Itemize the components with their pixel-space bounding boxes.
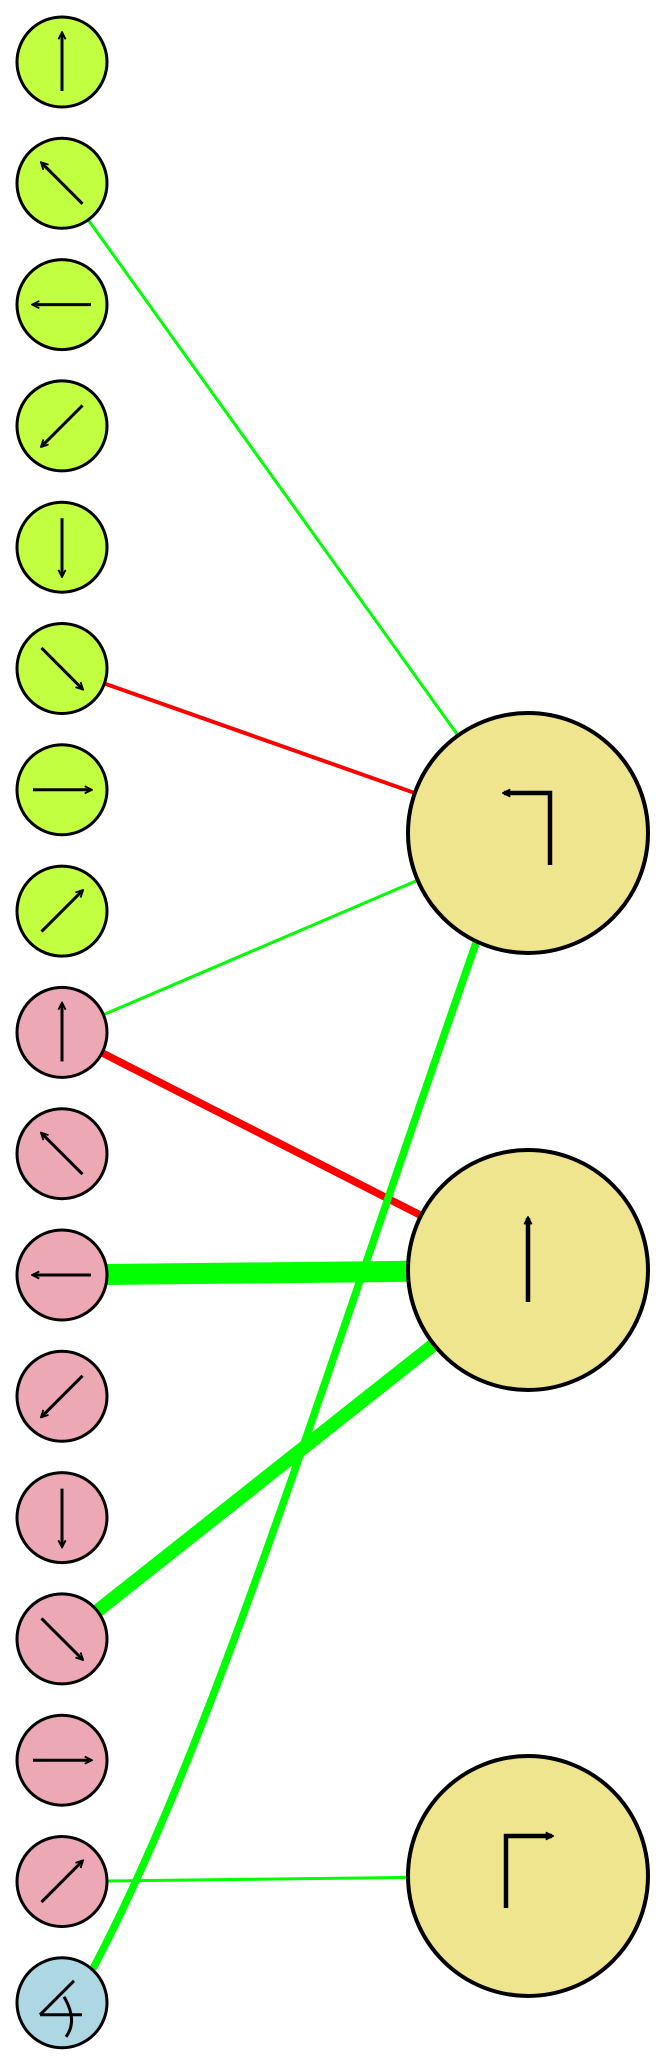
arrow-glyph	[40, 1861, 82, 1904]
arrow-up-right-icon	[40, 891, 82, 933]
connection-excitatory-b_up-to-turn_left	[101, 878, 420, 1017]
output-glyph	[504, 793, 553, 865]
arrow-up-left-icon	[41, 1133, 84, 1176]
arrow-up-right-icon	[40, 1861, 82, 1904]
input-node-a_upleft	[15, 136, 109, 230]
connections-layer	[86, 218, 480, 1971]
arrow-glyph	[40, 891, 82, 933]
arrow-glyph	[40, 646, 82, 689]
output-node-circle	[406, 711, 650, 955]
connection-inhibitory-b_up-to-straight	[98, 1049, 425, 1220]
connection-excitatory-a_upleft-to-turn_left	[86, 218, 460, 737]
input-node-circle	[15, 1956, 109, 2050]
angle-arc	[62, 1996, 73, 2038]
arrow-down-right-icon	[40, 1617, 82, 1659]
output-glyph	[503, 1836, 552, 1908]
input-node-c_angle	[15, 1956, 109, 2050]
angle-rays	[38, 1979, 82, 2017]
arrow-up-left-icon	[41, 163, 84, 205]
arrow-glyph	[41, 163, 84, 205]
connection-excitatory-b_downright-to-straight	[90, 1337, 441, 1618]
nodes-layer	[15, 15, 650, 2050]
angle-icon	[38, 1979, 82, 2038]
input-node-a_right	[15, 743, 109, 837]
turn-left-icon	[504, 793, 553, 865]
output-node-turn_left	[406, 711, 650, 955]
input-node-b_right	[15, 1713, 109, 1807]
input-node-a_downright	[15, 622, 109, 715]
output-node-straight	[406, 1148, 650, 1392]
input-node-b_upleft	[15, 1107, 109, 1201]
input-node-a_left	[15, 258, 109, 352]
arrow-down-right-icon	[40, 646, 82, 689]
input-node-a_upright	[15, 864, 109, 958]
arrow-glyph	[41, 1374, 84, 1417]
connection-excitatory-b_left-to-straight	[96, 1260, 419, 1286]
input-node-a_downleft	[15, 379, 109, 473]
input-node-b_down	[15, 1471, 109, 1565]
arrow-down-left-icon	[41, 404, 84, 446]
arrow-glyph	[41, 404, 84, 446]
input-node-a_up	[15, 15, 109, 109]
arrow-glyph	[41, 1133, 84, 1176]
output-node-turn_right	[406, 1754, 650, 1998]
input-node-b_left	[15, 1228, 109, 1322]
connection-excitatory-b_upright-to-turn_right	[105, 1875, 410, 1883]
connection-excitatory-c_angle-to-turn_left	[90, 939, 480, 1971]
input-node-b_up	[15, 985, 109, 1079]
turn-right-icon	[503, 1836, 552, 1908]
arrow-down-left-icon	[41, 1374, 84, 1417]
connection-inhibitory-a_downright-to-turn_left	[102, 681, 417, 796]
arrow-glyph	[40, 1617, 82, 1659]
output-node-circle	[406, 1754, 650, 1998]
input-node-b_downleft	[15, 1349, 109, 1443]
input-node-a_down	[15, 500, 109, 594]
input-node-b_downright	[15, 1592, 109, 1686]
input-node-b_upright	[15, 1835, 109, 1928]
